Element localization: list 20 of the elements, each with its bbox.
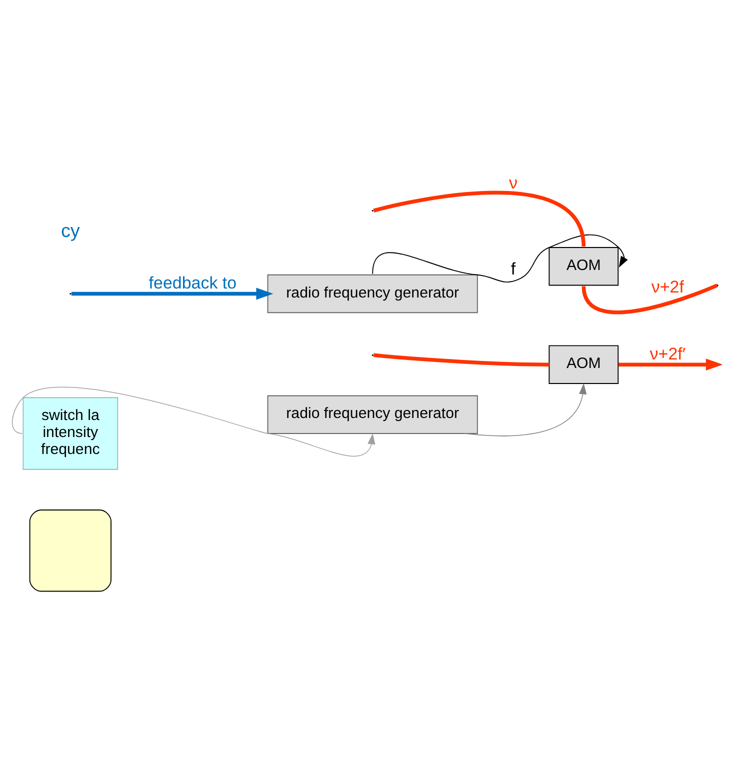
- node-box: radio frequency generator: [267, 394, 478, 434]
- arrow: [464, 382, 587, 436]
- node-box: AOM: [548, 344, 619, 384]
- connector: [373, 352, 550, 366]
- node-box: AOM: [548, 246, 619, 286]
- label: cy: [60, 220, 80, 242]
- arrow: [372, 234, 628, 282]
- node-box: switch la intensity frequenc: [22, 396, 118, 470]
- arrow: [618, 358, 722, 370]
- node-box: radio frequency generator: [267, 274, 478, 313]
- edge-label: f: [510, 258, 516, 278]
- arrow: [12, 386, 376, 456]
- arrow: [71, 287, 274, 300]
- connector: [582, 283, 718, 314]
- node-box: [29, 509, 112, 592]
- connector: [373, 190, 586, 246]
- edge-label: ν: [509, 172, 518, 192]
- edge-label: ν+2f′: [650, 344, 686, 363]
- edge-label: ν+2f: [651, 276, 684, 296]
- edge-label: feedback to: [148, 272, 237, 292]
